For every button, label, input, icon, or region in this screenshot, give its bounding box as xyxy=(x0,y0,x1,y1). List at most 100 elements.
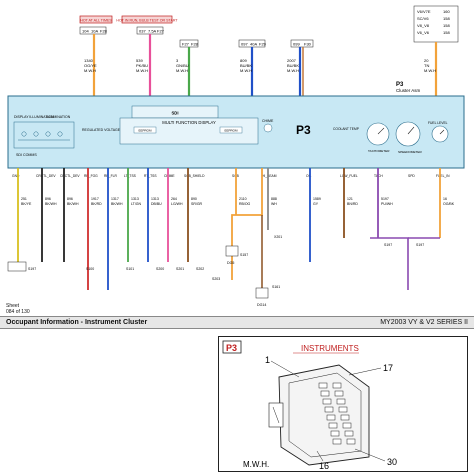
bottom-wire-color-2: BK/WH xyxy=(67,202,79,206)
fuse-block-4: 097 40A F29 xyxy=(238,39,267,48)
svg-text:DG14: DG14 xyxy=(257,303,266,307)
svg-text:CHIME: CHIME xyxy=(262,119,274,123)
bottom-wire-color-1: BK/WH xyxy=(45,202,57,206)
svg-text:X201: X201 xyxy=(274,235,282,239)
fuse-block-2: 037 7.5A F27 xyxy=(136,26,165,35)
illumination-section: DISPLAY ILLUMINATION ILLUMINATION SDI CO… xyxy=(13,115,121,157)
svg-text:OIL: OIL xyxy=(306,174,311,178)
hot-all-times-box xyxy=(79,15,113,24)
svg-text:S202: S202 xyxy=(196,267,204,271)
bottom-wire-code-2: 896 xyxy=(67,197,73,201)
bottom-wire-code-7: 264 xyxy=(171,197,177,201)
connector-drawing: P3 INSTRUMENTS 1 17 16 30 M.W.H. xyxy=(222,340,397,471)
svg-text:BU/BK: BU/BK xyxy=(240,63,252,68)
svg-text:539: 539 xyxy=(136,58,143,63)
top-wire-pink: 539 PK/BU M.W.H xyxy=(136,34,152,96)
sheet-number: Sheet 084 of 130 xyxy=(6,303,30,315)
svg-text:097: 097 xyxy=(241,42,248,47)
bottom-wire-code-6: 1313 xyxy=(151,197,159,201)
footer-bar: Occupant Information - Instrument Cluste… xyxy=(0,316,474,329)
svg-text:099: 099 xyxy=(293,42,300,47)
svg-text:1340: 1340 xyxy=(84,58,94,63)
svg-text:OG/YE: OG/YE xyxy=(84,63,97,68)
svg-text:COOLANT TEMP: COOLANT TEMP xyxy=(333,127,360,131)
top-wire-blue-2: 2007 BU/BK M.W.H xyxy=(287,47,304,96)
bottom-wire-code-11: 1589 xyxy=(313,197,321,201)
svg-text:037: 037 xyxy=(139,29,146,34)
inset-pin-17: 17 xyxy=(383,363,393,373)
svg-text:F27: F27 xyxy=(157,29,165,34)
hot-run-start-box xyxy=(121,15,173,24)
svg-text:F27: F27 xyxy=(182,42,190,47)
bottom-wire-code-8: 890 xyxy=(191,197,197,201)
svg-text:M.W.H: M.W.H xyxy=(176,68,188,73)
bottom-wire-code-13: 5197 xyxy=(381,197,389,201)
connector-pin-cavity xyxy=(336,398,346,405)
svg-text:S157: S157 xyxy=(240,253,248,257)
fuse-block-3: F27 F28 xyxy=(179,39,199,48)
connector-pin-cavity xyxy=(340,414,350,421)
svg-text:S197: S197 xyxy=(416,243,424,247)
connector-pin-cavity xyxy=(328,422,338,429)
top-wire-tan: 20 TN M.W.H xyxy=(424,42,438,96)
svg-text:CHIME: CHIME xyxy=(164,174,175,178)
bottom-wire-color-7: LG/WH xyxy=(171,202,183,206)
connector-pin-cavity xyxy=(326,414,336,421)
svg-text:S203: S203 xyxy=(212,277,220,281)
svg-text:M.W.H: M.W.H xyxy=(424,68,436,73)
svg-text:LT_TSS: LT_TSS xyxy=(124,174,137,178)
svg-text:3: 3 xyxy=(176,58,179,63)
svg-text:RR_FLR: RR_FLR xyxy=(104,174,117,178)
top-right-connector: V6/V7E SC/V6 V8_V8 V6_V6 160 158 158 158 xyxy=(413,5,459,43)
svg-text:S197: S197 xyxy=(384,243,392,247)
connector-pin-cavity xyxy=(344,430,354,437)
footer-title: Occupant Information - Instrument Cluste… xyxy=(6,319,148,326)
connector-pin-cavity xyxy=(342,422,352,429)
svg-text:M.W.H: M.W.H xyxy=(84,68,96,73)
svg-text:20: 20 xyxy=(424,58,429,63)
svg-text:GND: GND xyxy=(12,174,20,178)
svg-text:SPEEDOMETER: SPEEDOMETER xyxy=(398,150,422,154)
connector-pin-cavity xyxy=(338,406,348,413)
inset-title: INSTRUMENTS xyxy=(301,344,359,353)
inset-harness: M.W.H. xyxy=(243,460,269,469)
pin-grid xyxy=(318,382,356,445)
sheet-line-2: 084 of 130 xyxy=(6,309,30,315)
bottom-wire-code-5: 1313 xyxy=(131,197,139,201)
svg-text:F30: F30 xyxy=(304,42,312,47)
top-wire-green: 3 GN/BU M.W.H xyxy=(176,47,191,96)
fuel-level-gauge: FUEL LEVEL xyxy=(428,121,449,143)
bottom-wire-code-1: 896 xyxy=(45,197,51,201)
top-wire-blue-1: 809 BU/BK M.W.H xyxy=(240,47,254,96)
svg-text:10A: 10A xyxy=(91,29,98,34)
svg-text:F29: F29 xyxy=(259,42,267,47)
connector-pin-cavity xyxy=(318,382,328,389)
purple-bus xyxy=(370,237,440,290)
connector-pin-cavity xyxy=(346,438,356,445)
chime: CHIME xyxy=(262,119,274,133)
cluster-ref-small: P3 xyxy=(396,82,404,88)
svg-text:S101: S101 xyxy=(126,267,134,271)
svg-text:S161: S161 xyxy=(272,285,280,289)
svg-text:EEPROM: EEPROM xyxy=(224,129,238,133)
bottom-wire-color-11: GY xyxy=(313,202,319,206)
connector-pin-cavity xyxy=(334,390,344,397)
bottom-wire-code-4: 1317 xyxy=(111,197,119,201)
svg-text:V8_V8: V8_V8 xyxy=(417,23,430,28)
bottom-wire-color-0: BK/YE xyxy=(21,202,32,206)
multi-function-display: SDI MULTI FUNCTION DISPLAY EEPROM EEPROM xyxy=(119,105,259,145)
svg-text:CRCTL_DEV: CRCTL_DEV xyxy=(60,174,80,178)
svg-text:SCB_SHIELD: SCB_SHIELD xyxy=(184,174,205,178)
bottom-wire-code-10: 888 xyxy=(271,197,277,201)
svg-text:SDI COMMS: SDI COMMS xyxy=(16,153,37,157)
svg-text:M.W.H: M.W.H xyxy=(240,68,252,73)
speedometer-gauge: SPEEDOMETER xyxy=(395,121,422,154)
bottom-wire-color-9: RB/OG xyxy=(239,202,251,206)
bottom-wire-color-14: OG/BK xyxy=(443,202,455,206)
top-wire-orange: 1340 OG/YE M.W.H xyxy=(84,34,97,96)
svg-text:V6/V7E: V6/V7E xyxy=(417,9,431,14)
svg-text:EEPROM: EEPROM xyxy=(138,129,152,133)
connector-pin-cavity xyxy=(324,406,334,413)
svg-text:GN/BU: GN/BU xyxy=(176,63,189,68)
bottom-wire-color-4: BK/WH xyxy=(111,202,123,206)
